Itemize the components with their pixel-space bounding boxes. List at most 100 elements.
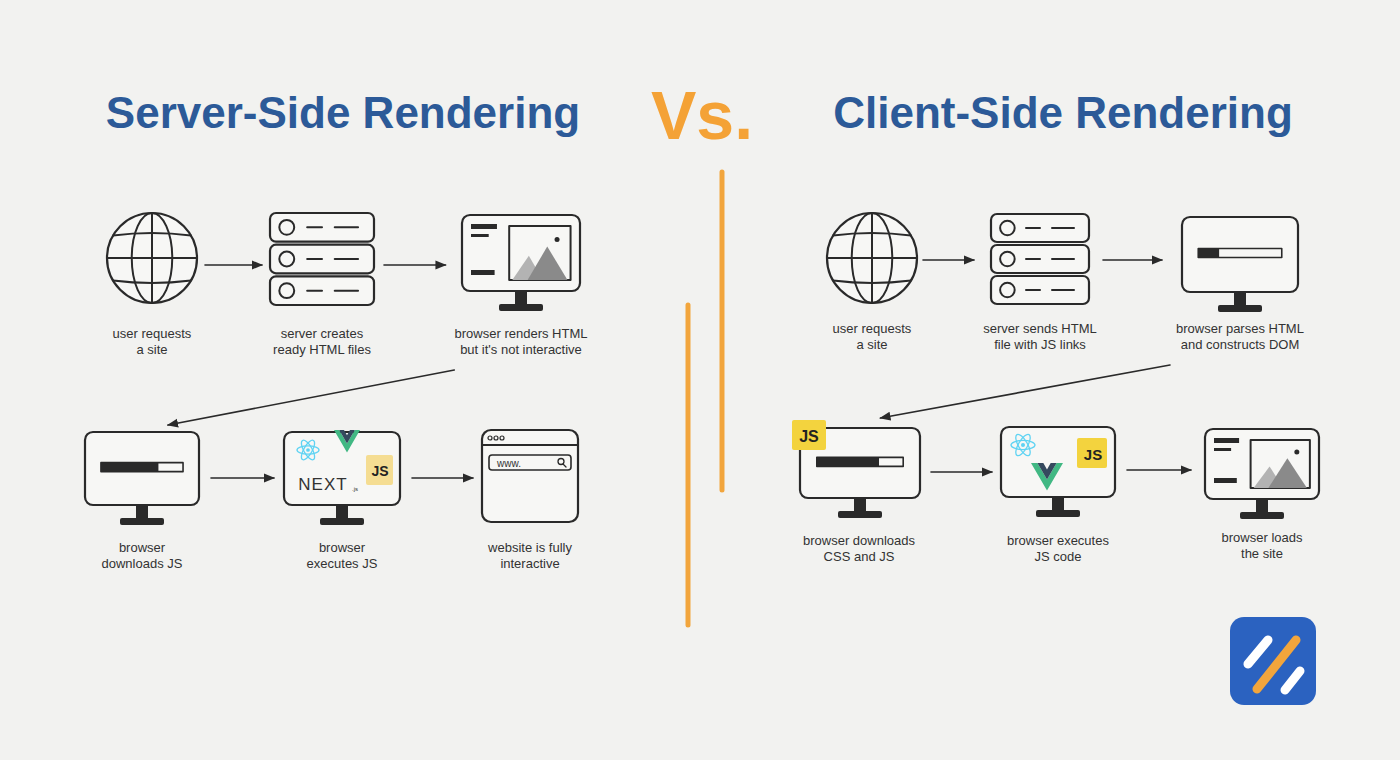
icon-part bbox=[1031, 463, 1063, 491]
icon-part bbox=[471, 234, 489, 237]
react-logo bbox=[1011, 432, 1035, 457]
badge-text: JS bbox=[371, 463, 388, 479]
server-unit bbox=[991, 214, 1089, 242]
node-icon bbox=[1180, 215, 1300, 315]
monitor-screen bbox=[1001, 427, 1115, 497]
node-caption: user requests a site bbox=[830, 321, 914, 353]
server-unit bbox=[991, 245, 1089, 273]
node-caption: browser executes JS code bbox=[1003, 533, 1113, 565]
image-frame bbox=[1251, 440, 1310, 488]
monitor-neck bbox=[1256, 499, 1268, 513]
icon-part bbox=[335, 226, 358, 228]
node-icon bbox=[999, 425, 1117, 520]
icon-part bbox=[827, 257, 917, 259]
icon-part bbox=[1198, 249, 1219, 258]
node-caption: browser renders HTML but it's not intera… bbox=[449, 326, 594, 358]
icon-node: browser renders HTML but it's not intera… bbox=[449, 213, 594, 358]
node-caption: browser executes JS bbox=[297, 540, 387, 572]
icon-part bbox=[1013, 432, 1033, 457]
icon-node: website is fully interactive bbox=[481, 429, 579, 572]
icon-part bbox=[1052, 289, 1074, 291]
icon-part bbox=[297, 446, 319, 454]
node-caption: website is fully interactive bbox=[485, 540, 575, 572]
globe-outline bbox=[827, 213, 917, 303]
icon-part bbox=[555, 237, 560, 242]
icon-part bbox=[1037, 463, 1056, 480]
monitor-neck bbox=[515, 291, 527, 305]
icon-part bbox=[334, 430, 360, 452]
icon-part bbox=[306, 448, 310, 452]
node-icon bbox=[824, 210, 920, 306]
monitor-screen bbox=[462, 215, 580, 291]
node-caption: browser downloads JS bbox=[95, 540, 190, 572]
icon-part bbox=[335, 258, 358, 260]
icon-node: browser executes JS bbox=[282, 430, 402, 572]
url-text: www. bbox=[497, 458, 521, 469]
node-icon bbox=[481, 429, 579, 523]
node-icon bbox=[460, 213, 582, 313]
flow-arrow bbox=[1103, 259, 1162, 261]
icon-part bbox=[1052, 258, 1074, 260]
icon-part bbox=[1026, 227, 1040, 229]
monitor-neck bbox=[136, 505, 148, 519]
icon-part bbox=[299, 438, 317, 461]
monitor-base bbox=[120, 518, 164, 525]
monitor-neck bbox=[336, 505, 348, 519]
icon-node: browser downloads JS bbox=[83, 430, 201, 572]
flow-arrow bbox=[211, 477, 274, 479]
icon-part bbox=[113, 281, 191, 284]
divider-line bbox=[720, 172, 725, 490]
icon-part bbox=[1013, 432, 1033, 457]
icon-part bbox=[279, 252, 294, 267]
icon-part bbox=[494, 436, 498, 440]
icon-part bbox=[1021, 443, 1025, 447]
icon-part bbox=[1214, 478, 1237, 483]
globe-outline bbox=[107, 213, 197, 303]
icon-part bbox=[299, 438, 317, 461]
icon-part bbox=[1052, 227, 1074, 229]
icon-part bbox=[500, 436, 504, 440]
icon-part bbox=[471, 224, 497, 229]
monitor-screen bbox=[1182, 217, 1298, 292]
url-bar bbox=[489, 455, 571, 470]
server-unit bbox=[991, 276, 1089, 304]
logo-stroke bbox=[1248, 640, 1268, 664]
image-frame bbox=[509, 226, 570, 280]
icon-part bbox=[1294, 450, 1299, 455]
monitor-base bbox=[838, 511, 882, 518]
node-icon bbox=[269, 212, 375, 306]
js-badge bbox=[792, 420, 826, 450]
node-caption: browser downloads CSS and JS bbox=[797, 533, 922, 565]
icon-part bbox=[101, 463, 158, 472]
icon-part bbox=[1214, 448, 1231, 451]
icon-part bbox=[113, 233, 191, 236]
icon-part bbox=[1026, 289, 1040, 291]
flow-arrow bbox=[412, 477, 473, 479]
icon-part bbox=[1011, 440, 1035, 449]
icon-part bbox=[563, 464, 566, 467]
progress-bar bbox=[1198, 249, 1282, 258]
icon-part bbox=[307, 258, 322, 260]
icon-node: server creates ready HTML files bbox=[268, 212, 376, 358]
node-caption: server sends HTML file with JS links bbox=[979, 321, 1101, 353]
node-icon bbox=[1203, 427, 1321, 522]
divider-line bbox=[686, 305, 691, 625]
icon-part bbox=[339, 430, 355, 443]
brand-logo bbox=[1230, 617, 1316, 705]
monitor-base bbox=[320, 518, 364, 525]
icon-part bbox=[833, 281, 911, 284]
icon-part bbox=[279, 283, 294, 298]
icon-part bbox=[1000, 221, 1015, 236]
icon-part bbox=[833, 233, 911, 236]
flow-arrow bbox=[168, 370, 454, 425]
progress-bar bbox=[817, 457, 903, 466]
icon-part bbox=[1026, 258, 1040, 260]
node-caption: browser parses HTML and constructs DOM bbox=[1170, 321, 1310, 353]
node-caption: browser loads the site bbox=[1216, 530, 1308, 562]
monitor-screen bbox=[85, 432, 199, 505]
icon-part bbox=[1000, 252, 1015, 267]
icon-node: browser parses HTML and constructs DOM bbox=[1170, 215, 1310, 353]
icon-node: browser loads the site bbox=[1203, 427, 1321, 562]
flow-arrow bbox=[880, 365, 1170, 418]
